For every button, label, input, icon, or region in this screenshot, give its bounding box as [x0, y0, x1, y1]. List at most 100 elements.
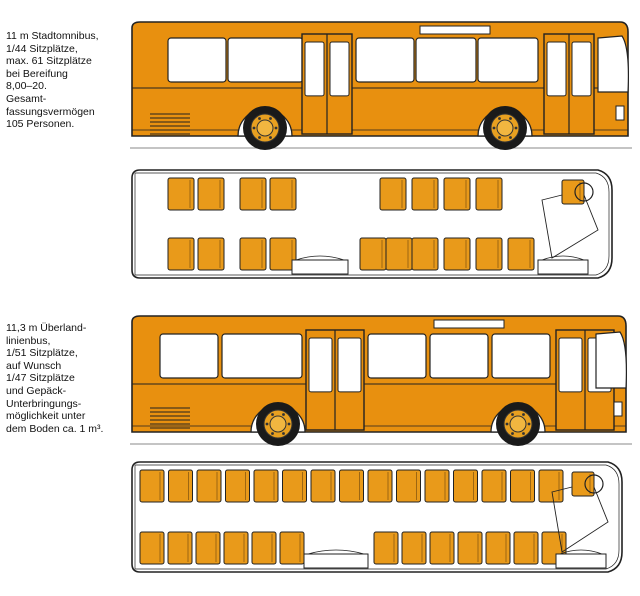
seat — [139, 469, 165, 503]
window — [221, 333, 303, 379]
caption-line: 11 m Stadtomnibus, — [6, 30, 99, 42]
window — [429, 333, 489, 379]
seat — [443, 177, 471, 211]
window — [159, 333, 219, 379]
wheel-nut — [522, 413, 525, 416]
wheel-nut — [282, 432, 285, 435]
city-bus-caption: 11 m Stadtomnibus, 1/44 Sitzplätze, max.… — [6, 30, 134, 131]
wheel-nut — [498, 136, 501, 139]
caption-line: max. 61 Sitzplätze — [6, 55, 92, 68]
caption-line: möglichkeit unter — [6, 410, 86, 423]
caption-line: fassungsvermögen — [6, 105, 95, 118]
seat — [168, 469, 193, 503]
window — [367, 333, 427, 379]
caption-line: 1/44 Sitzplätze, — [6, 42, 78, 55]
inner-wall — [134, 464, 620, 570]
door-step — [555, 553, 607, 569]
door-swing — [541, 255, 585, 261]
wheel-nut — [492, 126, 496, 130]
seat — [197, 237, 225, 271]
seat — [379, 177, 407, 211]
wheel-nut — [282, 413, 285, 416]
door-swing — [559, 549, 603, 555]
seat — [251, 531, 277, 565]
wheel-nut — [522, 432, 525, 435]
seat — [310, 469, 336, 503]
steering-wheel — [584, 474, 604, 494]
seat — [197, 177, 225, 211]
seat — [373, 531, 399, 565]
city-bus-floor-plan — [131, 169, 613, 279]
seat — [411, 177, 439, 211]
caption-line: 1/47 Sitzplätze — [6, 372, 75, 385]
headlight — [615, 105, 625, 121]
seat — [481, 469, 507, 503]
seat — [269, 177, 297, 211]
seat — [507, 237, 535, 271]
destination-sign — [433, 319, 505, 329]
wheel-nut — [269, 117, 272, 120]
seat — [196, 469, 222, 503]
seat — [510, 469, 535, 503]
seat — [561, 179, 585, 205]
wheel-hub — [269, 415, 287, 433]
seat — [475, 237, 503, 271]
seat — [411, 237, 439, 271]
door-glass — [329, 41, 350, 97]
wheel-nut — [252, 126, 256, 130]
wheel-nut — [498, 117, 501, 120]
seat — [279, 531, 305, 565]
seat — [457, 531, 483, 565]
seat — [424, 469, 450, 503]
seat — [513, 531, 539, 565]
seat — [339, 469, 364, 503]
seat — [225, 469, 250, 503]
wheel-nut — [271, 432, 274, 435]
door-glass — [558, 337, 583, 393]
caption-line: 8,00–20. — [6, 80, 47, 93]
door-glass — [571, 41, 592, 97]
windscreen — [595, 331, 627, 389]
seat — [401, 531, 427, 565]
destination-sign — [419, 25, 491, 35]
window — [227, 37, 304, 83]
wheel-hub — [509, 415, 527, 433]
caption-line: auf Wunsch — [6, 359, 62, 372]
door-step — [291, 259, 349, 275]
caption-line: dem Boden ca. 1 m³. — [6, 422, 104, 435]
door-step — [303, 553, 369, 569]
seat — [253, 469, 279, 503]
seat — [282, 469, 307, 503]
wheel-nut — [265, 422, 269, 426]
wheel-nut — [271, 413, 274, 416]
caption-line: Gesamt- — [6, 92, 47, 105]
wheel-nut — [511, 413, 514, 416]
steering-wheel — [574, 182, 594, 202]
seat — [195, 531, 221, 565]
wheel-nut — [514, 126, 518, 130]
window — [355, 37, 415, 83]
window — [415, 37, 477, 83]
inner-wall — [134, 172, 610, 276]
door-glass — [546, 41, 567, 97]
caption-line: 1/51 Sitzplätze, — [6, 347, 78, 360]
seat — [453, 469, 478, 503]
caption-line: und Gepäck- — [6, 384, 67, 397]
seat — [167, 177, 195, 211]
caption-line: 11,3 m Überland- — [6, 322, 87, 334]
door-glass — [304, 41, 325, 97]
wheel-hub — [496, 119, 514, 137]
wheel-nut — [509, 136, 512, 139]
intercity-bus-floor-plan — [131, 461, 623, 573]
wheel-nut — [269, 136, 272, 139]
wheel-hub — [256, 119, 274, 137]
seat — [475, 177, 503, 211]
caption-line: bei Bereifung — [6, 67, 68, 80]
caption-line: 105 Personen. — [6, 118, 75, 131]
seat — [239, 177, 267, 211]
caption-line: Unterbringungs- — [6, 397, 82, 410]
wheel-nut — [274, 126, 278, 130]
seat — [269, 237, 297, 271]
city-bus-side-view — [130, 21, 632, 150]
